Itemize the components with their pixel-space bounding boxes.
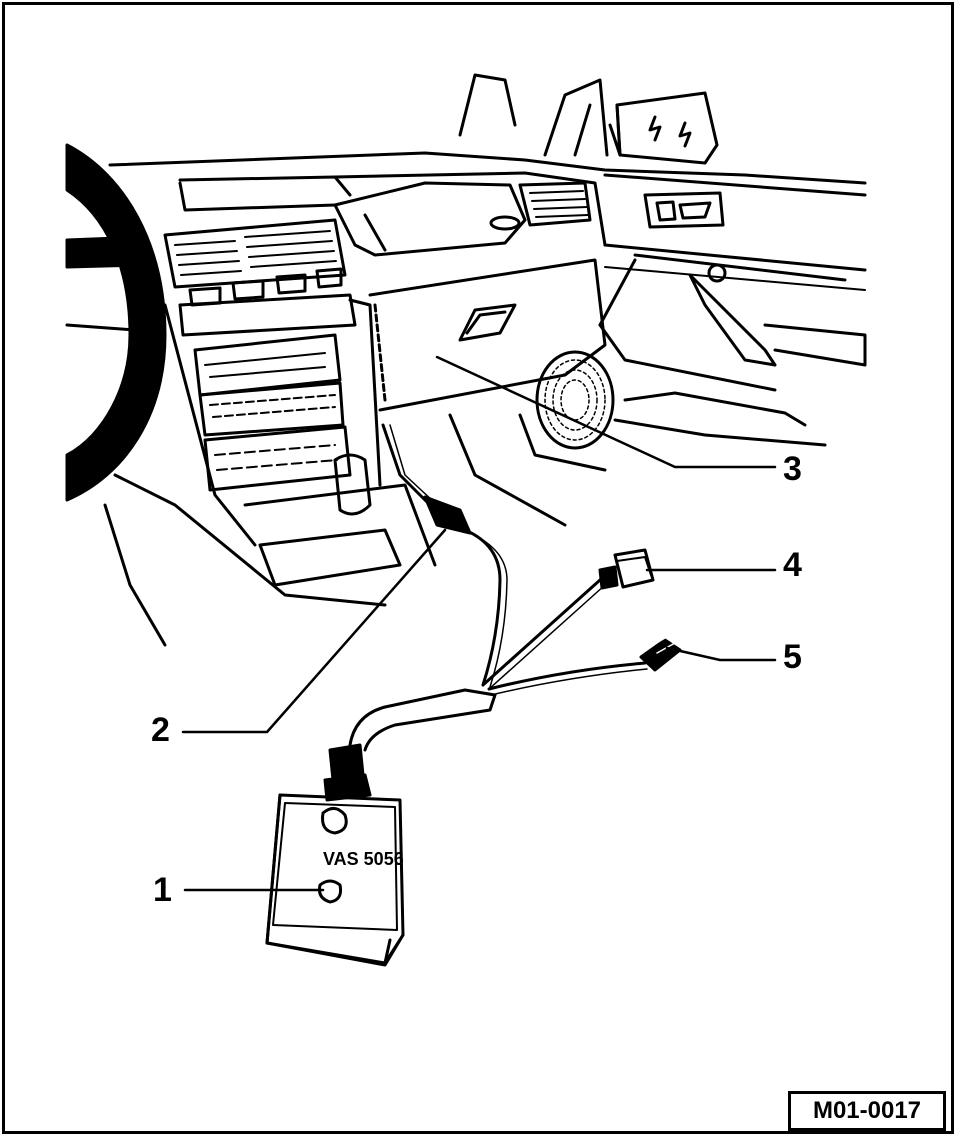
callout-4: 4: [783, 546, 802, 584]
glovebox: [368, 258, 607, 412]
connector-5: [639, 634, 682, 672]
callout-5: 5: [783, 638, 802, 676]
center-air-vents: [163, 218, 347, 307]
lower-console: [103, 413, 607, 647]
door-trim: [598, 191, 867, 447]
right-air-vent: [518, 181, 592, 227]
dashboard-illustration: [65, 73, 867, 967]
steering-wheel: [65, 143, 167, 502]
leader-lines: [181, 355, 777, 892]
callout-3: 3: [783, 450, 802, 488]
side-mirror: [608, 91, 719, 165]
leader-2: [181, 528, 447, 734]
device-label: VAS 5056: [323, 849, 404, 869]
diagnostic-cable: [348, 423, 648, 752]
connector-4: [598, 548, 655, 590]
door-speaker: [535, 350, 615, 450]
dash-cover: [333, 181, 527, 257]
leader-5: [665, 646, 777, 662]
dashboard-outline: [108, 151, 867, 291]
figure-reference: M01-0017: [788, 1091, 946, 1131]
callout-1: 1: [153, 871, 172, 909]
windshield-pillar: [458, 73, 609, 157]
gear-lever: [243, 453, 437, 587]
leader-3: [435, 355, 777, 469]
vas-device: [265, 743, 405, 967]
callout-2: 2: [151, 711, 170, 749]
center-console: [163, 293, 382, 547]
